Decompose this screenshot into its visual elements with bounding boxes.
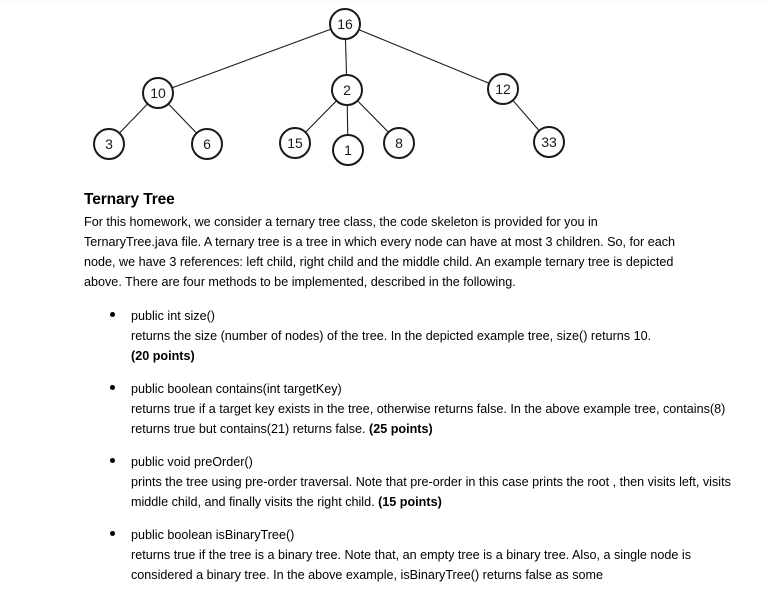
method-signature: public boolean isBinaryTree() (131, 528, 295, 542)
tree-edge-16-10 (171, 28, 332, 89)
tree-node-33[interactable]: 33 (533, 126, 565, 158)
intro-paragraph: For this homework, we consider a ternary… (84, 215, 676, 289)
method-description-text: returns true if the tree is a binary tre… (131, 548, 692, 582)
page-title: Ternary Tree (84, 191, 175, 208)
method-description: returns true if the tree is a binary tre… (131, 545, 731, 585)
method-points-badge: (20 points) (131, 349, 195, 363)
tree-edge-10-3 (118, 103, 149, 134)
method-points-badge: (15 points) (378, 495, 442, 509)
tree-node-circle (383, 127, 415, 159)
tree-node-circle (191, 128, 223, 160)
document-page: 16 10 2 12 3 6 15 1 8 33 Ternary Tree For this ho… (0, 0, 766, 582)
ternary-tree-figure: 16 10 2 12 3 6 15 1 8 33 (0, 0, 766, 182)
tree-edge-2-15 (304, 99, 338, 134)
tree-edge-2-1 (346, 104, 349, 136)
tree-node-label: 1 (344, 142, 352, 158)
tree-node-3[interactable]: 3 (93, 128, 125, 160)
tree-node-label: 33 (541, 134, 557, 150)
tree-node-label: 6 (203, 136, 211, 152)
method-description: prints the tree using pre-order traversa… (131, 472, 731, 512)
tree-node-16[interactable]: 16 (329, 8, 361, 40)
tree-node-circle (279, 127, 311, 159)
tree-node-label: 10 (150, 85, 166, 101)
tree-node-6[interactable]: 6 (191, 128, 223, 160)
bullet-icon (110, 312, 115, 317)
tree-node-circle (533, 126, 565, 158)
method-list-item: public boolean isBinaryTree() returns tru… (84, 525, 694, 585)
tree-node-circle (329, 8, 361, 40)
page-top-strip (0, 0, 766, 3)
tree-node-label: 8 (395, 135, 403, 151)
tree-node-label: 15 (287, 135, 303, 151)
tree-node-15[interactable]: 15 (279, 127, 311, 159)
method-description-text: returns the size (number of nodes) of th… (131, 329, 652, 343)
method-description-text: returns true if a target key exists in t… (131, 402, 726, 436)
tree-edge-2-8 (356, 99, 390, 134)
tree-node-1[interactable]: 1 (332, 134, 364, 166)
tree-node-12[interactable]: 12 (487, 73, 519, 105)
tree-edge-10-6 (167, 103, 198, 134)
method-description: returns the size (number of nodes) of th… (131, 326, 731, 366)
tree-edge-16-12 (358, 29, 490, 84)
tree-node-8[interactable]: 8 (383, 127, 415, 159)
tree-node-group: 16 10 2 12 3 6 15 1 8 33 (93, 8, 565, 166)
tree-node-circle (93, 128, 125, 160)
method-list-item: public boolean contains(int targetKey) re… (84, 379, 725, 439)
tree-node-label: 16 (337, 16, 353, 32)
method-description-text: prints the tree using pre-order traversa… (131, 475, 731, 509)
tree-node-label: 3 (105, 136, 113, 152)
tree-node-circle (332, 134, 364, 166)
method-signature: public boolean contains(int targetKey) (131, 382, 342, 396)
assignment-body: Ternary Tree For this homework, we consi… (84, 190, 731, 598)
method-signature: public int size() (131, 309, 215, 323)
method-points-badge: (25 points) (369, 422, 433, 436)
tree-node-label: 2 (343, 82, 351, 98)
method-list-item: public int size() returns the size (numbe… (84, 306, 694, 366)
tree-edge-12-33 (512, 99, 540, 132)
tree-node-label: 12 (495, 81, 511, 97)
method-list-item: public void preOrder() prints the tree us… (84, 452, 731, 512)
tree-node-circle (331, 74, 363, 106)
method-list: public int size() returns the size (numbe… (84, 306, 731, 585)
tree-node-circle (487, 73, 519, 105)
tree-node-10[interactable]: 10 (142, 77, 174, 109)
tree-node-2[interactable]: 2 (331, 74, 363, 106)
bullet-icon (110, 458, 115, 463)
method-signature: public void preOrder() (131, 455, 253, 469)
method-description: returns true if a target key exists in t… (131, 399, 731, 439)
ternary-tree-svg: 16 10 2 12 3 6 15 1 8 33 (93, 8, 565, 166)
bullet-icon (110, 531, 115, 536)
bullet-icon (110, 385, 115, 390)
tree-edge-group (118, 28, 540, 136)
tree-edge-16-2 (344, 38, 348, 76)
tree-node-circle (142, 77, 174, 109)
